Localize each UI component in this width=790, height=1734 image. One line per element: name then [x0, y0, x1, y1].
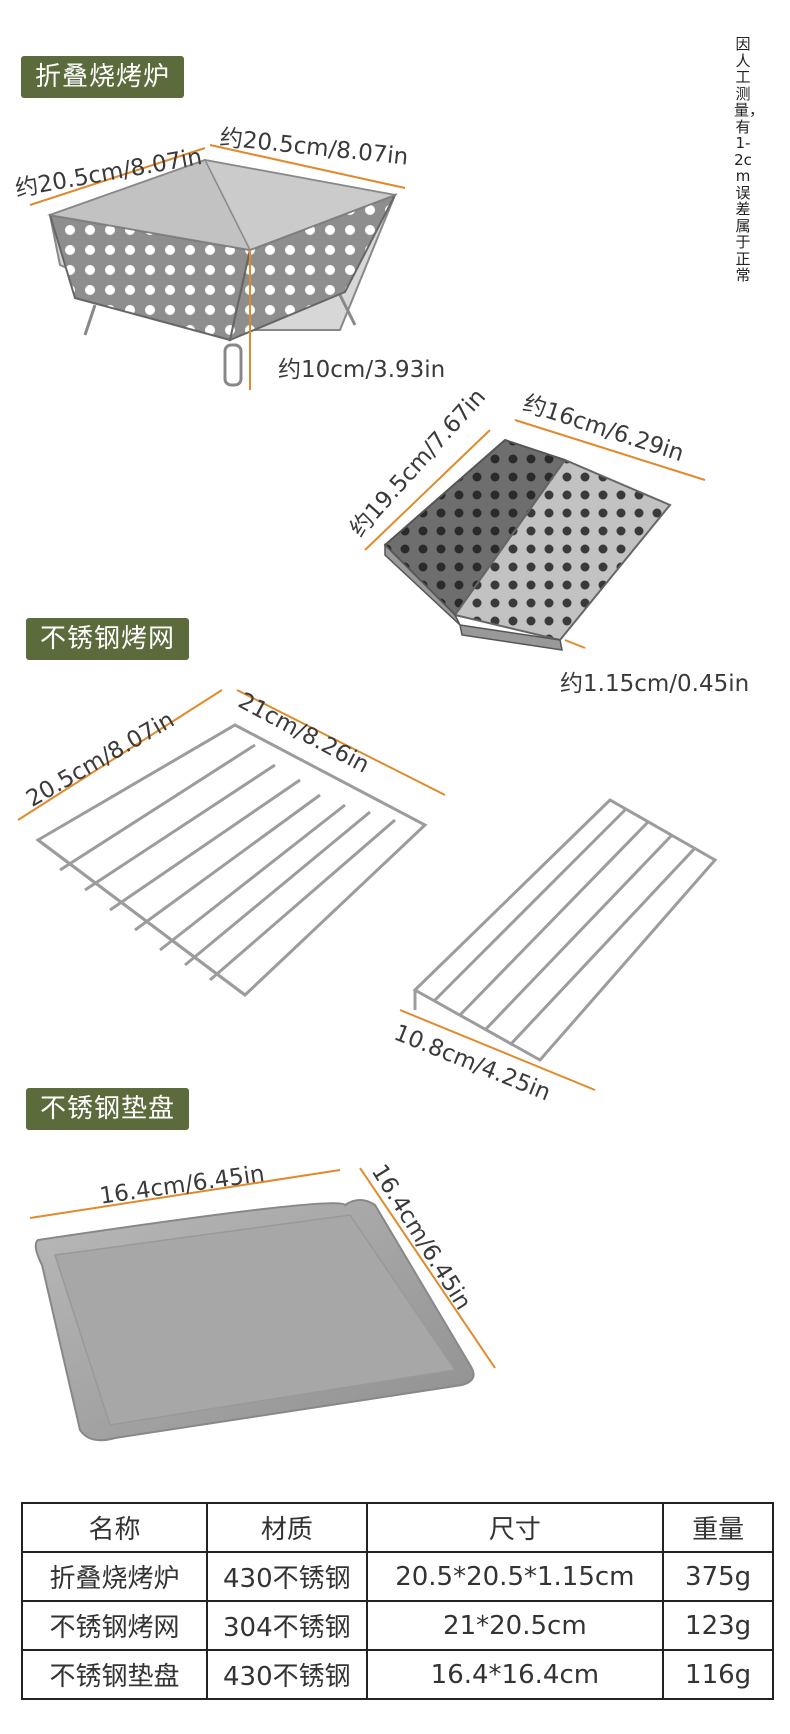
- grill-dimension-lines: [17, 689, 446, 821]
- cell-weight: 116g: [662, 1649, 774, 1700]
- folded-stove-illustration: [364, 419, 706, 651]
- section-tag-stove: 折叠烧烤炉: [21, 56, 185, 98]
- cell-name: 不锈钢垫盘: [20, 1649, 209, 1700]
- tray-illustration: [34, 1199, 475, 1442]
- spec-table: 名称 材质 尺寸 重量 折叠烧烤炉 430不锈钢 20.5*20.5*1.15c…: [20, 1502, 774, 1700]
- cell-weight: 375g: [662, 1551, 774, 1602]
- cell-size: 20.5*20.5*1.15cm: [365, 1551, 665, 1602]
- table-row: 折叠烧烤炉 430不锈钢 20.5*20.5*1.15cm 375g: [20, 1551, 774, 1602]
- dim-stove-height: 约10cm/3.93in: [278, 357, 446, 383]
- tray-dimension-lines: [29, 1167, 496, 1369]
- table-row: 不锈钢垫盘 430不锈钢 16.4*16.4cm 116g: [20, 1649, 774, 1700]
- cell-material: 304不锈钢: [206, 1600, 368, 1651]
- grill-folded-dimension-line: [399, 1009, 596, 1091]
- dim-folded-thickness: 约1.15cm/0.45in: [560, 671, 750, 697]
- section-tag-tray: 不锈钢垫盘: [26, 1088, 190, 1130]
- table-header-row: 名称 材质 尺寸 重量: [20, 1502, 774, 1553]
- cell-size: 21*20.5cm: [365, 1600, 665, 1651]
- grill-rack-folded-illustration: [412, 798, 718, 1062]
- table-row: 不锈钢烤网 304不锈钢 21*20.5cm 123g: [20, 1600, 774, 1651]
- grill-rack-illustration: [35, 723, 428, 997]
- cell-weight: 123g: [662, 1600, 774, 1651]
- cell-size: 16.4*16.4cm: [365, 1649, 665, 1700]
- section-tag-grill: 不锈钢烤网: [26, 618, 190, 660]
- stove-illustration: [29, 144, 406, 390]
- cell-material: 430不锈钢: [206, 1551, 368, 1602]
- cell-name: 折叠烧烤炉: [20, 1551, 209, 1602]
- header-weight: 重量: [662, 1502, 774, 1553]
- header-size: 尺寸: [365, 1502, 665, 1553]
- header-name: 名称: [20, 1502, 209, 1553]
- header-material: 材质: [206, 1502, 368, 1553]
- cell-name: 不锈钢烤网: [20, 1600, 209, 1651]
- cell-material: 430不锈钢: [206, 1649, 368, 1700]
